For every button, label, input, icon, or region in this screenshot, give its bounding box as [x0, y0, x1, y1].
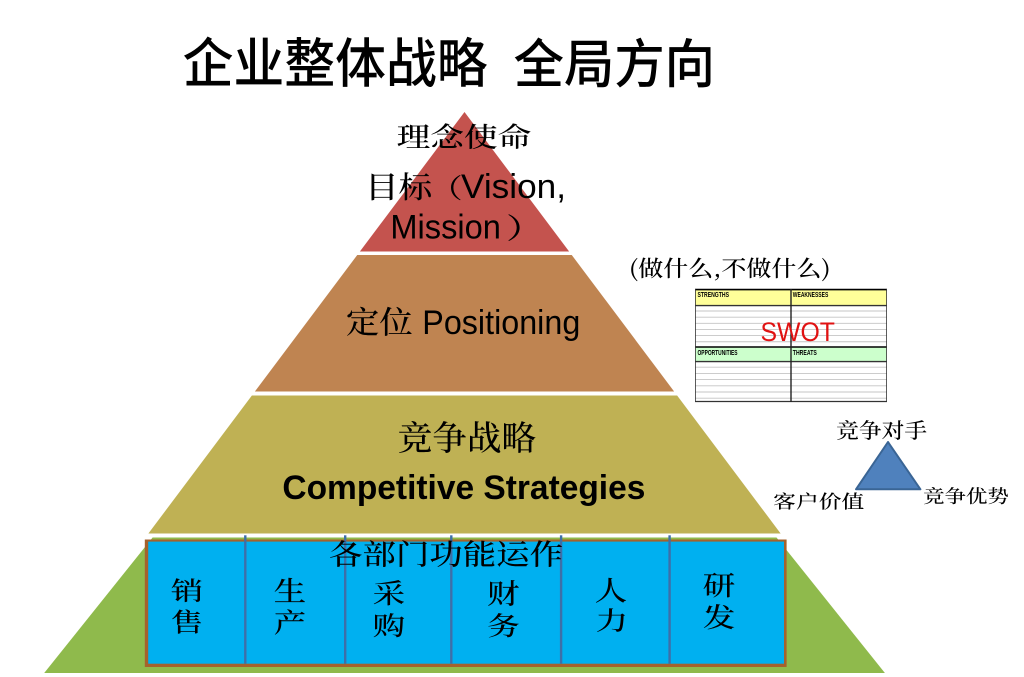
svg-text:STRENGTHS: STRENGTHS: [698, 292, 730, 299]
svg-text:Mission: Mission: [390, 208, 501, 246]
svg-text:Competitive Strategies: Competitive Strategies: [282, 469, 645, 508]
svg-text:Positioning: Positioning: [422, 303, 580, 341]
svg-text:Vision,: Vision,: [461, 168, 566, 206]
svg-text:WEAKNESSES: WEAKNESSES: [793, 292, 829, 299]
svg-text:SWOT: SWOT: [761, 318, 836, 347]
svg-text:THREATS: THREATS: [793, 350, 817, 357]
svg-text:OPPORTUNITIES: OPPORTUNITIES: [698, 350, 738, 357]
